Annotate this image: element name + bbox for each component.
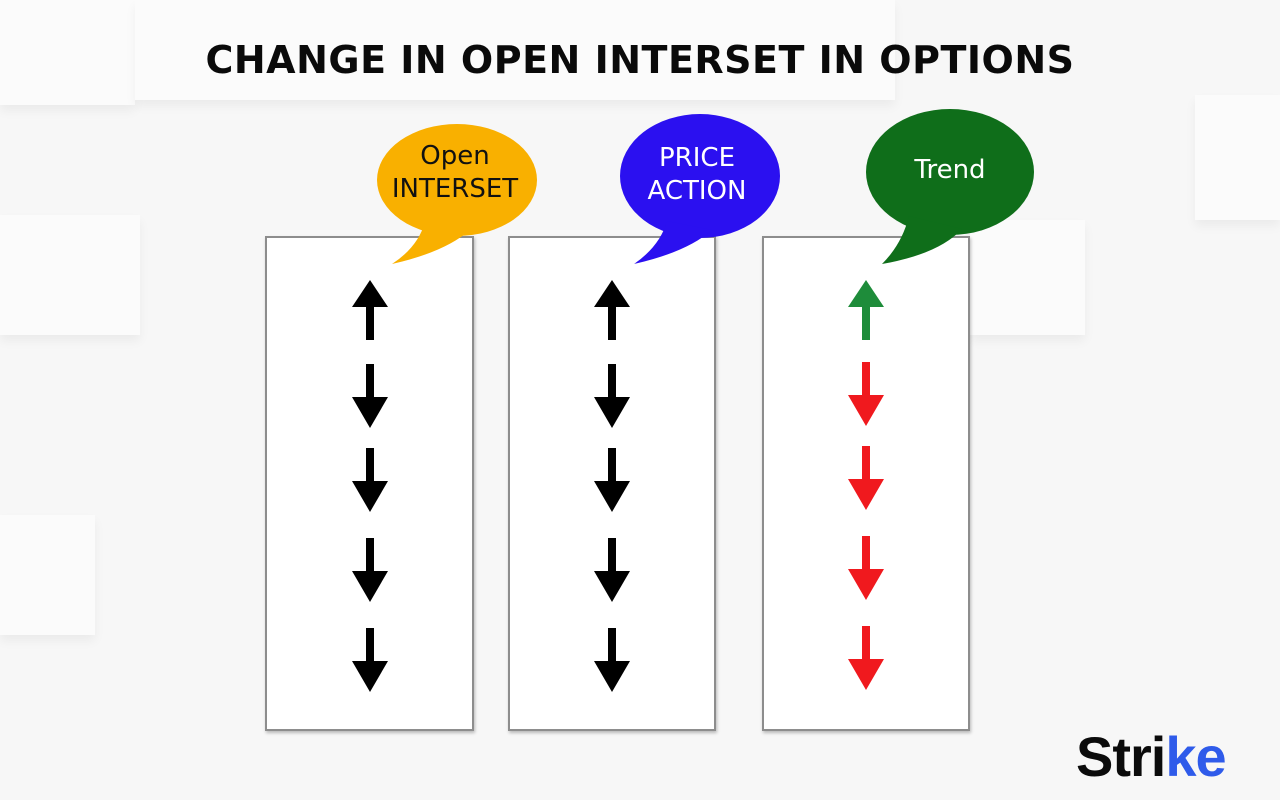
background-panel [0,515,95,635]
bubble-label: PRICE ACTION [647,143,747,206]
speech-bubble-shape [866,109,1034,264]
arrow-down-icon [351,448,388,512]
arrow-down-icon [594,448,630,512]
bubble-label: Trend [914,155,986,185]
arrow-down-icon [594,628,630,692]
arrow-down-icon [848,536,884,600]
price-action-column [508,236,716,731]
arrow-down-icon [351,538,388,602]
background-panel [135,0,895,100]
arrow-down-icon [594,364,630,428]
arrow-up-icon [351,280,388,340]
arrow-up-icon [594,280,630,340]
strike-logo: Strike [1076,725,1227,788]
price-action-bubble: PRICE ACTION [612,106,782,266]
arrow-down-icon [848,362,884,426]
arrow-up-icon [848,280,884,340]
background-panel [970,220,1085,335]
bubble-label: Open INTERSET [391,141,519,204]
trend-column [762,236,970,731]
background-panel [1195,95,1280,220]
arrow-down-icon [351,364,388,428]
speech-bubble-shape [377,124,537,264]
open-interest-bubble: Open INTERSET [370,122,540,267]
open-interest-column [265,236,474,731]
arrow-down-icon [848,626,884,690]
arrow-down-icon [594,538,630,602]
trend-bubble: Trend [864,104,1036,266]
background-panel [0,0,135,105]
arrow-down-icon [351,628,388,692]
arrow-down-icon [848,446,884,510]
page-title: CHANGE IN OPEN INTERSET IN OPTIONS [205,38,1075,82]
background-panel [0,215,140,335]
speech-bubble-shape [620,114,780,264]
